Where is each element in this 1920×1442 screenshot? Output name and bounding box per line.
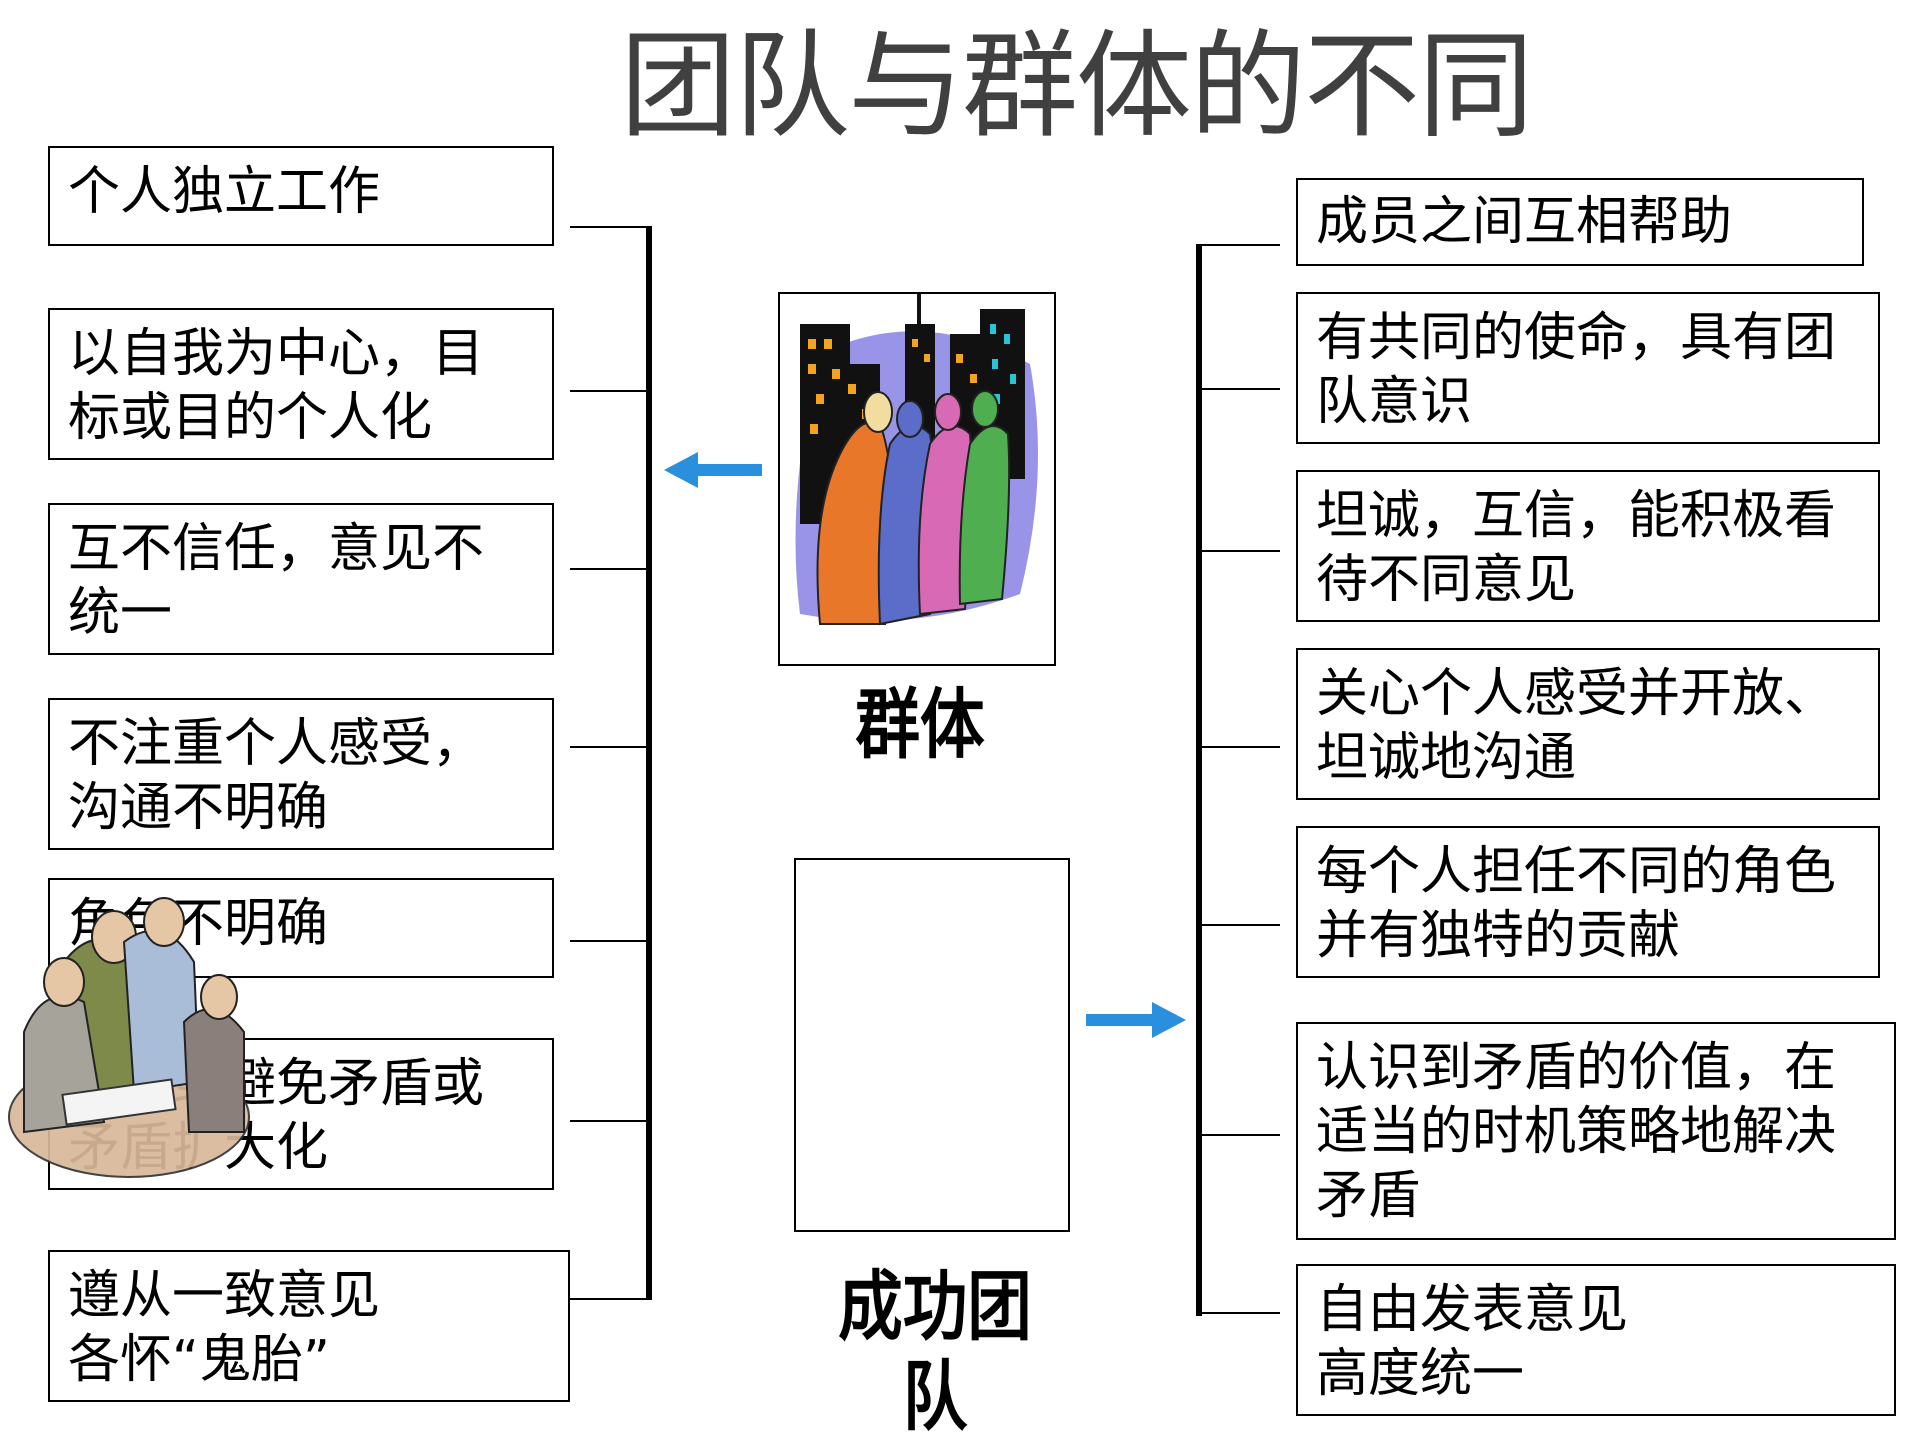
team-connector — [1200, 388, 1280, 390]
team-connector — [1200, 550, 1280, 552]
page-title: 团队与群体的不同 — [620, 19, 1534, 154]
team-bracket-line — [1196, 244, 1202, 1316]
group-connector — [570, 746, 650, 748]
group-item-3: 互不信任，意见不 统一 — [48, 503, 554, 655]
group-item-4: 不注重个人感受， 沟通不明确 — [48, 698, 554, 850]
group-item-7: 遵从一致意见 各怀“鬼胎” — [48, 1250, 570, 1402]
group-connector — [570, 940, 650, 942]
team-picture-frame — [794, 858, 1070, 1232]
arrow-left-icon — [664, 452, 762, 488]
group-connector — [570, 1120, 650, 1122]
group-connector — [570, 390, 650, 392]
team-connector — [1200, 244, 1280, 246]
city-crowd-icon — [795, 294, 1038, 626]
group-picture-frame — [778, 292, 1056, 666]
team-item-5: 每个人担任不同的角色 并有独特的贡献 — [1296, 826, 1880, 978]
team-item-6: 认识到矛盾的价值，在 适当的时机策略地解决 矛盾 — [1296, 1022, 1896, 1240]
group-bracket-line — [646, 226, 652, 1300]
team-connector — [1200, 746, 1280, 748]
team-connector — [1200, 1312, 1280, 1314]
group-connector — [570, 568, 650, 570]
arrow-right-icon — [1086, 1002, 1186, 1038]
group-connector — [570, 1298, 650, 1300]
team-caption: 成功团队 — [838, 1262, 1032, 1441]
team-item-4: 关心个人感受并开放、 坦诚地沟通 — [1296, 648, 1880, 800]
team-item-3: 坦诚，互信，能积极看 待不同意见 — [1296, 470, 1880, 622]
meeting-icon — [8, 897, 250, 1178]
team-item-2: 有共同的使命，具有团 队意识 — [1296, 292, 1880, 444]
group-item-2: 以自我为中心，目 标或目的个人化 — [48, 308, 554, 460]
team-item-1: 成员之间互相帮助 — [1296, 178, 1864, 266]
group-caption: 群体 — [855, 680, 985, 769]
team-connector — [1200, 1134, 1280, 1136]
team-connector — [1200, 924, 1280, 926]
team-item-7: 自由发表意见 高度统一 — [1296, 1264, 1896, 1416]
group-connector — [570, 226, 650, 228]
group-item-1: 个人独立工作 — [48, 146, 554, 246]
